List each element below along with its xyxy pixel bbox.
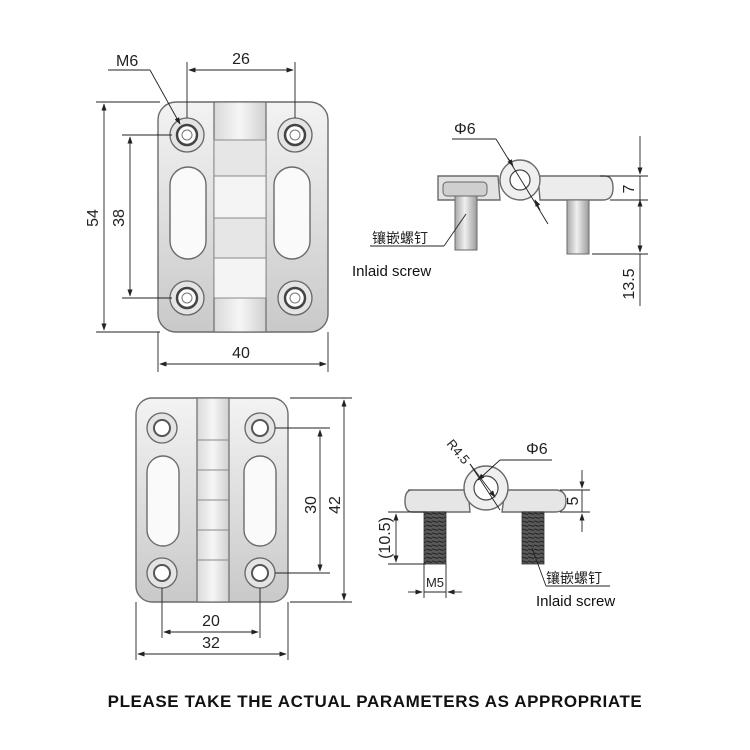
pin-diameter-small: Φ6 [526,441,548,458]
threaded-screw-right [521,511,545,565]
screw-hole [146,557,178,589]
hinge-small-front-view: 30 42 20 32 [135,397,352,660]
dim-width-outer: 40 [232,345,250,362]
screw-hole [146,412,178,444]
threaded-screw-left [423,511,447,565]
slot-left [146,455,180,547]
dim-width-between-holes: 26 [232,51,250,68]
screw-hole [169,117,205,153]
knuckle-height-small: 5 [565,496,582,505]
pin-diameter-leader [495,138,549,225]
knuckle-segment [213,257,267,299]
screw-label-cn: 镶嵌螺钉 [372,230,428,247]
screw-label-cn-small: 镶嵌螺钉 [546,570,602,587]
screw-label-leader [443,213,467,247]
screw-hole [277,280,313,316]
screw-hole [244,412,276,444]
screw-hole [277,117,313,153]
screw-head [442,181,488,197]
knuckle-segment [213,175,267,219]
pin-diameter: Φ6 [454,121,476,138]
knuckle-segment [213,139,267,177]
screw-hole [169,280,205,316]
slot-right [273,166,311,260]
dim-height-outer-small: 42 [327,496,344,514]
screw-length-small: (10.5) [377,517,394,559]
dim-height-between-holes: 38 [111,209,128,227]
leaf-right [537,175,614,201]
leaf-right [501,489,567,513]
slot-left [169,166,207,260]
thread-label-small: M5 [426,575,444,590]
screw-label-leader [531,547,547,587]
pin-hole [509,169,531,191]
m6-leader [149,69,181,125]
dim-height-outer: 54 [85,209,102,227]
pin-diameter-leader [469,463,501,511]
thread-label: M6 [116,53,138,70]
screw-hole [244,557,276,589]
inlaid-screw-left [454,195,478,251]
slot-right [243,455,277,547]
leaf-left [404,489,471,513]
footer-note: PLEASE TAKE THE ACTUAL PARAMETERS AS APP… [107,692,643,711]
screw-length: 13.5 [621,268,638,299]
dim-width-outer-small: 32 [202,635,220,652]
radius-label: R4.5 [444,436,473,467]
screw-label-en: Inlaid screw [352,263,431,280]
hinge-small-side-view: R4.5 Φ6 5 (10.5) M5 镶嵌螺钉 Inlaid screw [377,436,615,610]
dim-height-between-holes-small: 30 [303,496,320,514]
knuckle-height: 7 [621,184,638,193]
dim-width-between-holes-small: 20 [202,613,220,630]
knuckle-segment [213,217,267,259]
hinge-large-side-view: Φ6 7 13.5 镶嵌螺钉 Inlaid screw [352,121,648,306]
hinge-large-front-view: 26 M6 54 38 40 [85,51,329,372]
screw-label-en-small: Inlaid screw [536,593,615,610]
inlaid-screw-right [566,199,590,255]
